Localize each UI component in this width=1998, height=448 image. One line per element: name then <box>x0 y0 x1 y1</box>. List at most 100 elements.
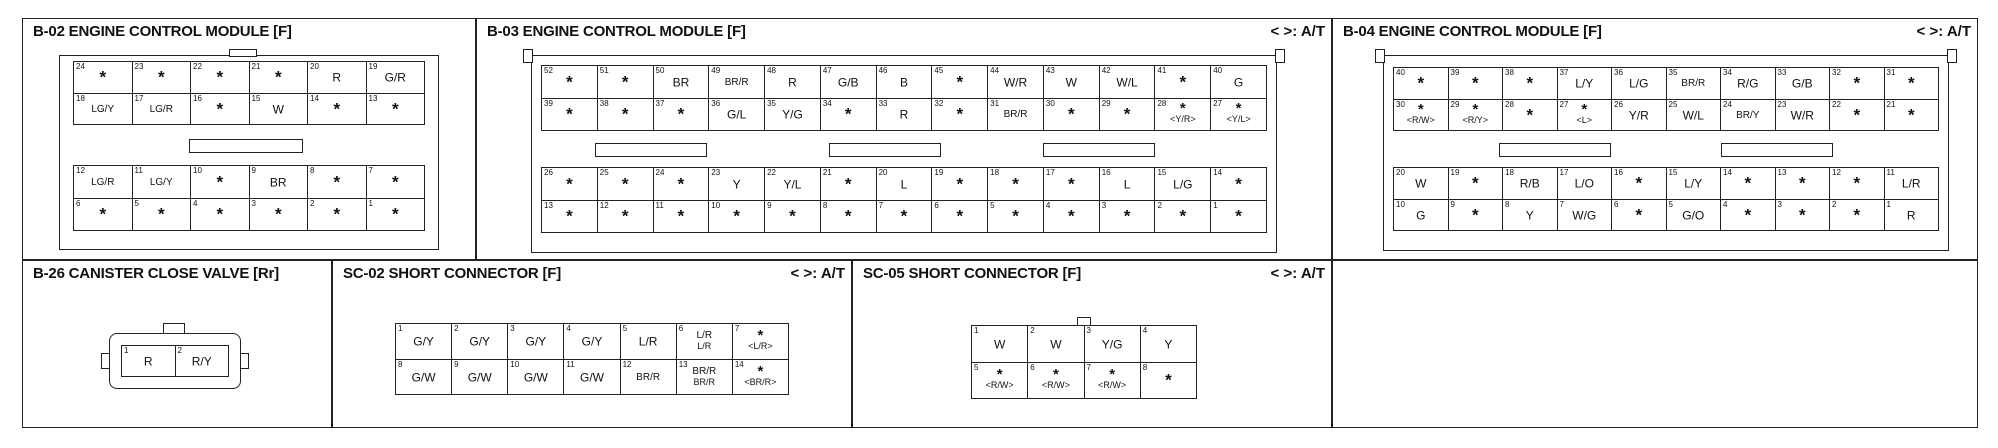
pin-41: 41* <box>1155 66 1211 98</box>
pin-number: 18 <box>990 168 1000 177</box>
unused-pin-mark: * <box>1798 173 1806 193</box>
wire-color: W/R <box>1790 108 1814 123</box>
pin-number: 11 <box>566 359 575 369</box>
unused-pin-mark: * <box>621 72 629 92</box>
unused-pin-mark: * <box>1179 72 1187 92</box>
unused-pin-mark: * <box>621 174 629 194</box>
panel-legend: < >: A/T <box>1270 23 1325 40</box>
pin-13: 13* <box>366 93 424 124</box>
wire-color: L/O <box>1574 176 1594 191</box>
unused-pin-mark: * <box>1744 205 1752 225</box>
pin-label: *<Y/R> <box>1155 101 1210 125</box>
pin-8: 8* <box>820 200 876 232</box>
pin-3: 3* <box>1099 200 1155 232</box>
wire-color: G/L <box>727 107 747 122</box>
pin-number: 3 <box>1101 200 1107 210</box>
pin-number: 16 <box>1614 168 1623 177</box>
pin-number: 19 <box>1450 168 1460 177</box>
wire-color: W <box>272 102 284 117</box>
pin-4: 4* <box>191 198 249 230</box>
pin-37: 37* <box>653 98 709 130</box>
unused-pin-mark: * <box>1235 174 1242 194</box>
wire-color: BR/R <box>636 371 661 383</box>
pin-number: 6 <box>1614 199 1619 209</box>
pin-label: *<R/W> <box>972 367 1027 391</box>
pin-number: 18 <box>1505 168 1514 177</box>
wire-color: L/R <box>1901 176 1921 191</box>
wire-color: W/L <box>1116 75 1138 90</box>
unused-pin-mark: * <box>1165 370 1172 390</box>
pin-number: 16 <box>193 93 202 103</box>
pin-number: 26 <box>1614 99 1623 109</box>
pin-19: 19* <box>932 168 988 200</box>
unused-pin-mark: * <box>1471 173 1479 193</box>
pin-9: 9* <box>1448 199 1502 230</box>
wire-color: G/B <box>1791 76 1813 91</box>
wire-color: Y <box>732 177 741 192</box>
pin-number: 25 <box>1668 99 1678 109</box>
wire-color: BR <box>269 175 287 190</box>
pin-28: 28 * <box>1503 99 1557 130</box>
wire-color-alt: L/R <box>697 341 712 352</box>
wire-color: L/G <box>1173 177 1193 192</box>
unused-pin-mark: * <box>1907 105 1915 125</box>
pin-number: 8 <box>1505 199 1510 209</box>
unused-pin-mark: * <box>1635 205 1643 225</box>
pin-number: 6 <box>678 324 684 333</box>
unused-pin-mark: * <box>956 206 964 226</box>
unused-pin-mark: * <box>1235 100 1242 118</box>
unused-pin-mark: * <box>216 67 224 87</box>
pin-number: 43 <box>1045 66 1055 75</box>
wire-color: L/R <box>696 330 713 342</box>
unused-pin-mark: * <box>1526 105 1534 125</box>
pin-number: 2 <box>310 198 315 208</box>
pin-number: 40 <box>1213 66 1223 75</box>
pin-number: 33 <box>1777 68 1787 77</box>
pin-number: 9 <box>767 200 772 210</box>
pin-number: 48 <box>767 66 776 75</box>
unused-pin-mark: * <box>1853 173 1861 193</box>
pin-number: 1 <box>1213 200 1218 210</box>
pin-number: 6 <box>1030 362 1035 372</box>
wire-color: R <box>1906 208 1916 223</box>
pin-number: 3 <box>1086 326 1091 335</box>
pin-number: 17 <box>134 93 144 103</box>
wire-color: G/O <box>1682 208 1705 223</box>
pin-number: 21 <box>822 168 832 177</box>
pin-24: 24* <box>653 168 709 200</box>
pin-number: 28 <box>1505 99 1514 109</box>
pin-number: 13 <box>1777 168 1787 177</box>
pin-number: 42 <box>1101 66 1111 75</box>
pin-number: 4 <box>566 324 571 333</box>
unused-pin-mark: * <box>1123 206 1131 226</box>
pin-number: 23 <box>134 62 144 71</box>
unused-pin-mark: * <box>733 206 740 226</box>
unused-pin-mark: * <box>757 362 764 380</box>
unused-pin-mark: * <box>566 104 573 124</box>
pin-number: 10 <box>1396 199 1405 209</box>
wire-color-alt: BR/R <box>693 376 716 387</box>
wire-color: Y/G <box>782 107 803 122</box>
pin-number: 5 <box>990 200 995 210</box>
pin-29: 29* <box>1099 98 1155 130</box>
unused-pin-mark: * <box>274 204 282 224</box>
wire-color: R/Y <box>191 354 212 369</box>
pin-label: *<L/R> <box>733 328 788 352</box>
connector-slot-right <box>1043 143 1155 157</box>
